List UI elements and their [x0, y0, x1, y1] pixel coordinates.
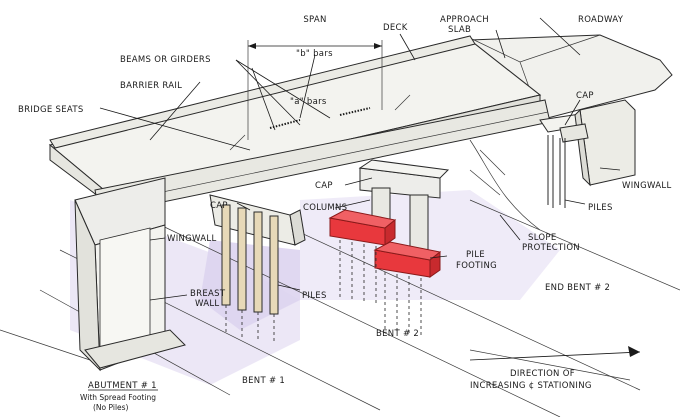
label-cap-left: CAP: [210, 201, 228, 211]
label-bent-2: BENT # 2: [376, 329, 419, 339]
label-direction: DIRECTION OF: [510, 369, 575, 379]
label-pile: PILE: [466, 250, 485, 260]
label-slope: SLOPE: [528, 233, 557, 243]
label-bent-1: BENT # 1: [242, 376, 285, 386]
label-approach: APPROACH: [440, 15, 489, 25]
label-footing: FOOTING: [456, 261, 497, 271]
span-dimension: [247, 40, 383, 140]
label-cap-mid: CAP: [315, 181, 333, 191]
label-breast: BREAST: [190, 289, 226, 299]
label-increasing-stationing: INCREASING ¢ STATIONING: [470, 381, 592, 391]
leader-lines: [99, 17, 621, 301]
label-abutment-1: ABUTMENT # 1: [88, 381, 157, 391]
bent-2: [328, 159, 450, 336]
end-bent-2: [469, 99, 636, 231]
label-protection: PROTECTION: [522, 243, 580, 253]
abutment-1: [74, 177, 186, 372]
label-deck: DECK: [383, 23, 408, 33]
label-barrier-rail: BARRIER RAIL: [120, 81, 182, 91]
label-roadway: ROADWAY: [578, 15, 624, 25]
label-abutment-sub-1: With Spread Footing: [80, 393, 156, 402]
label-piles-right: PILES: [588, 203, 613, 213]
label-a-bars: "a" bars: [290, 97, 327, 107]
label-columns: COLUMNS: [303, 203, 347, 213]
label-span: SPAN: [303, 15, 326, 25]
label-b-bars: "b" bars: [296, 49, 333, 59]
label-abutment-sub-2: (No Piles): [93, 403, 129, 412]
label-piles-left: PILES: [302, 291, 327, 301]
label-wall: WALL: [195, 299, 219, 309]
rebar-bars: [269, 107, 371, 129]
direction-arrow: [469, 346, 641, 361]
label-end-bent-2: END BENT # 2: [545, 283, 610, 293]
label-cap-right: CAP: [576, 91, 594, 101]
label-slab: SLAB: [448, 25, 471, 35]
label-beams-or-girders: BEAMS OR GIRDERS: [120, 55, 211, 65]
label-bridge-seats: BRIDGE SEATS: [18, 105, 84, 115]
label-wingwall-right: WINGWALL: [622, 181, 671, 191]
bent-1: [209, 194, 306, 344]
label-wingwall-left: WINGWALL: [167, 234, 216, 244]
